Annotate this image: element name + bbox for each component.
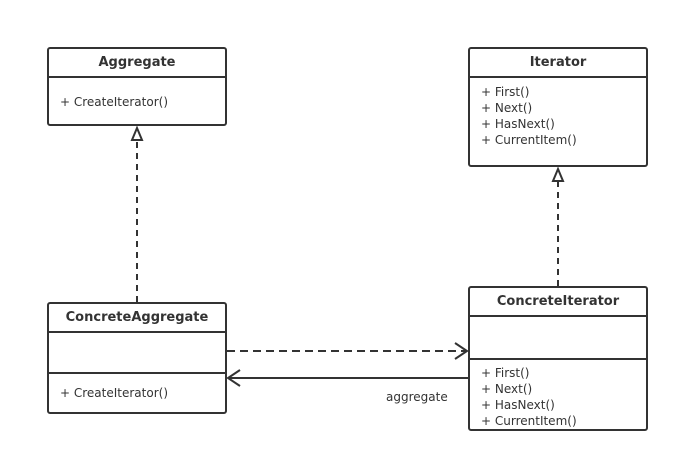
realization-iterator-arrowhead [551,166,565,182]
association-label: aggregate [386,390,448,404]
operation: + CreateIterator() [60,386,168,400]
class-name: ConcreteAggregate [49,304,225,333]
operation: + First() [481,85,530,99]
association-arrowhead [226,369,241,387]
class-name: Iterator [470,49,646,78]
realization-aggregate-arrowhead [130,125,144,141]
class-iterator: Iterator + First() + Next() + HasNext() … [468,47,648,167]
operation: + HasNext() [481,117,555,131]
operation: + Next() [481,382,533,396]
operation: + CreateIterator() [60,95,168,109]
operation: + Next() [481,101,533,115]
class-concrete-aggregate: ConcreteAggregate + CreateIterator() [47,302,227,414]
operations-section: + CreateIterator() [49,374,225,401]
operation: + First() [481,366,530,380]
attributes-section [49,333,225,374]
operation: + CurrentItem() [481,133,577,147]
class-concrete-iterator: ConcreteIterator + First() + Next() + Ha… [468,286,648,431]
class-name: Aggregate [49,49,225,78]
attributes-section [470,317,646,360]
class-aggregate: Aggregate + CreateIterator() [47,47,227,126]
class-name: ConcreteIterator [470,288,646,317]
operations-section: + First() + Next() + HasNext() + Current… [470,78,646,148]
operations-section: + CreateIterator() [49,78,225,110]
operations-section: + First() + Next() + HasNext() + Current… [470,360,646,429]
dependency-arrowhead [454,342,469,360]
operation: + CurrentItem() [481,414,577,428]
operation: + HasNext() [481,398,555,412]
